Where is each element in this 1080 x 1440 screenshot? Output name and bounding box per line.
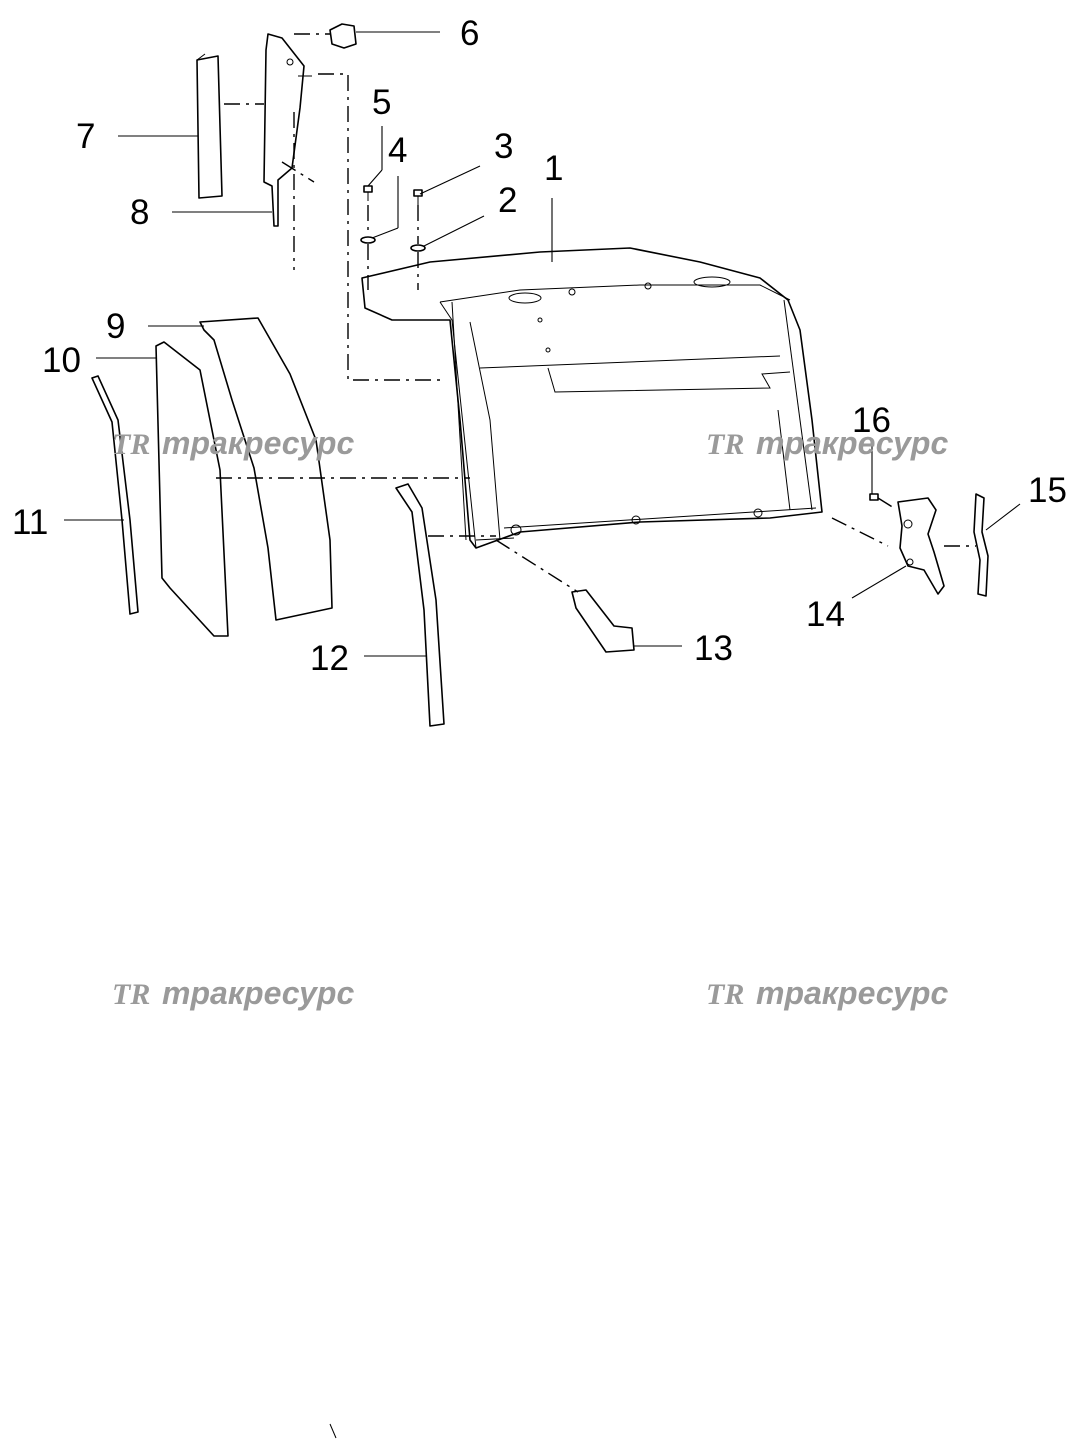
callout-5: 5: [372, 83, 391, 122]
part-15-seal-strip: [973, 493, 989, 597]
watermark-text: тракресурс: [756, 975, 948, 1011]
part-13-foam-block: [571, 589, 635, 653]
part-5-bolt: [363, 185, 373, 201]
watermark-logo-icon: TR: [112, 978, 150, 1011]
part-2-washer: [410, 244, 426, 252]
watermark-text: тракресурс: [756, 425, 948, 461]
part-10-insulation-mat: [155, 341, 229, 637]
callout-11: 11: [12, 503, 48, 542]
watermark-logo-icon: TR: [706, 428, 744, 461]
callout-13: 13: [694, 629, 733, 668]
watermark-text: тракресурс: [162, 425, 354, 461]
callout-6: 6: [460, 14, 479, 53]
part-8-side-bracket: [263, 33, 312, 227]
part-3-bolt: [413, 189, 423, 205]
stray-mark: [329, 1423, 337, 1439]
part-7-foam-strip: [196, 53, 223, 199]
leader-lines: [64, 31, 1021, 657]
callout-16: 16: [852, 401, 891, 440]
callout-3: 3: [494, 127, 513, 166]
callout-8: 8: [130, 193, 149, 232]
callout-12: 12: [310, 639, 349, 678]
part-4-washer: [360, 236, 376, 244]
callout-1: 1: [544, 149, 563, 188]
watermark-top-right: TR тракресурс: [706, 425, 948, 461]
part-9-side-panel: [199, 317, 333, 621]
callout-7: 7: [76, 117, 95, 156]
watermark-bottom-right: TR тракресурс: [706, 975, 948, 1011]
watermark-top-left: TR тракресурс: [112, 425, 354, 461]
callout-4: 4: [388, 131, 407, 170]
watermark-logo-icon: TR: [112, 428, 150, 461]
part-14-bracket-plate: [897, 497, 945, 595]
callout-numbers: 1 2 3 4 5 6 7 8 9 10 11 12 13 14 15 16: [12, 14, 1067, 678]
part-6-clip: [329, 23, 357, 49]
watermark-text: тракресурс: [162, 975, 354, 1011]
part-16-nut: [869, 493, 879, 501]
callout-10: 10: [42, 341, 81, 380]
part-12-seal-strip: [395, 483, 445, 727]
part-11-seal-strip: [91, 375, 139, 615]
watermark-bottom-left: TR тракресурс: [112, 975, 354, 1011]
part-1-cover-panel: [361, 247, 823, 549]
callout-14: 14: [806, 595, 845, 634]
callout-15: 15: [1028, 471, 1067, 510]
watermark-logo-icon: TR: [706, 978, 744, 1011]
assembly-lines: [216, 33, 976, 593]
callout-9: 9: [106, 307, 125, 346]
callout-2: 2: [498, 181, 517, 220]
